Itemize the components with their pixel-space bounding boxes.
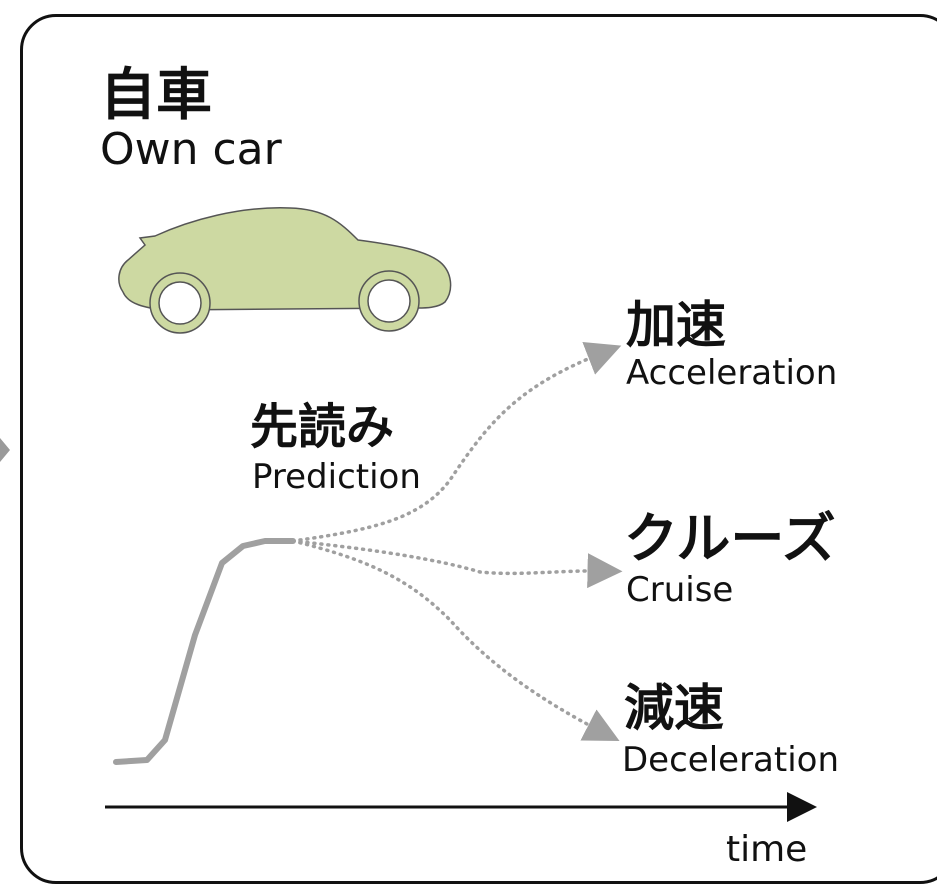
- time-axis-label: time: [726, 829, 808, 870]
- cruise-branch: [291, 539, 623, 589]
- cruise-en: Cruise: [626, 570, 734, 610]
- prediction-en: Prediction: [252, 457, 421, 497]
- speed-history-curve: [113, 538, 296, 765]
- car-icon: [118, 207, 452, 334]
- title-en: Own car: [100, 124, 282, 175]
- acceleration-branch: [291, 342, 622, 543]
- acceleration-jp: 加速: [626, 296, 726, 354]
- cruise-jp: クルーズ: [624, 507, 836, 570]
- deceleration-branch: [291, 539, 620, 742]
- deceleration-en: Deceleration: [622, 740, 840, 780]
- prediction-jp: 先読み: [250, 399, 395, 455]
- title-jp: 自車: [100, 63, 212, 128]
- diagram-panel: [20, 14, 937, 884]
- left-arrow-icon: [0, 438, 10, 462]
- deceleration-jp: 減速: [624, 679, 724, 737]
- acceleration-en: Acceleration: [626, 353, 838, 393]
